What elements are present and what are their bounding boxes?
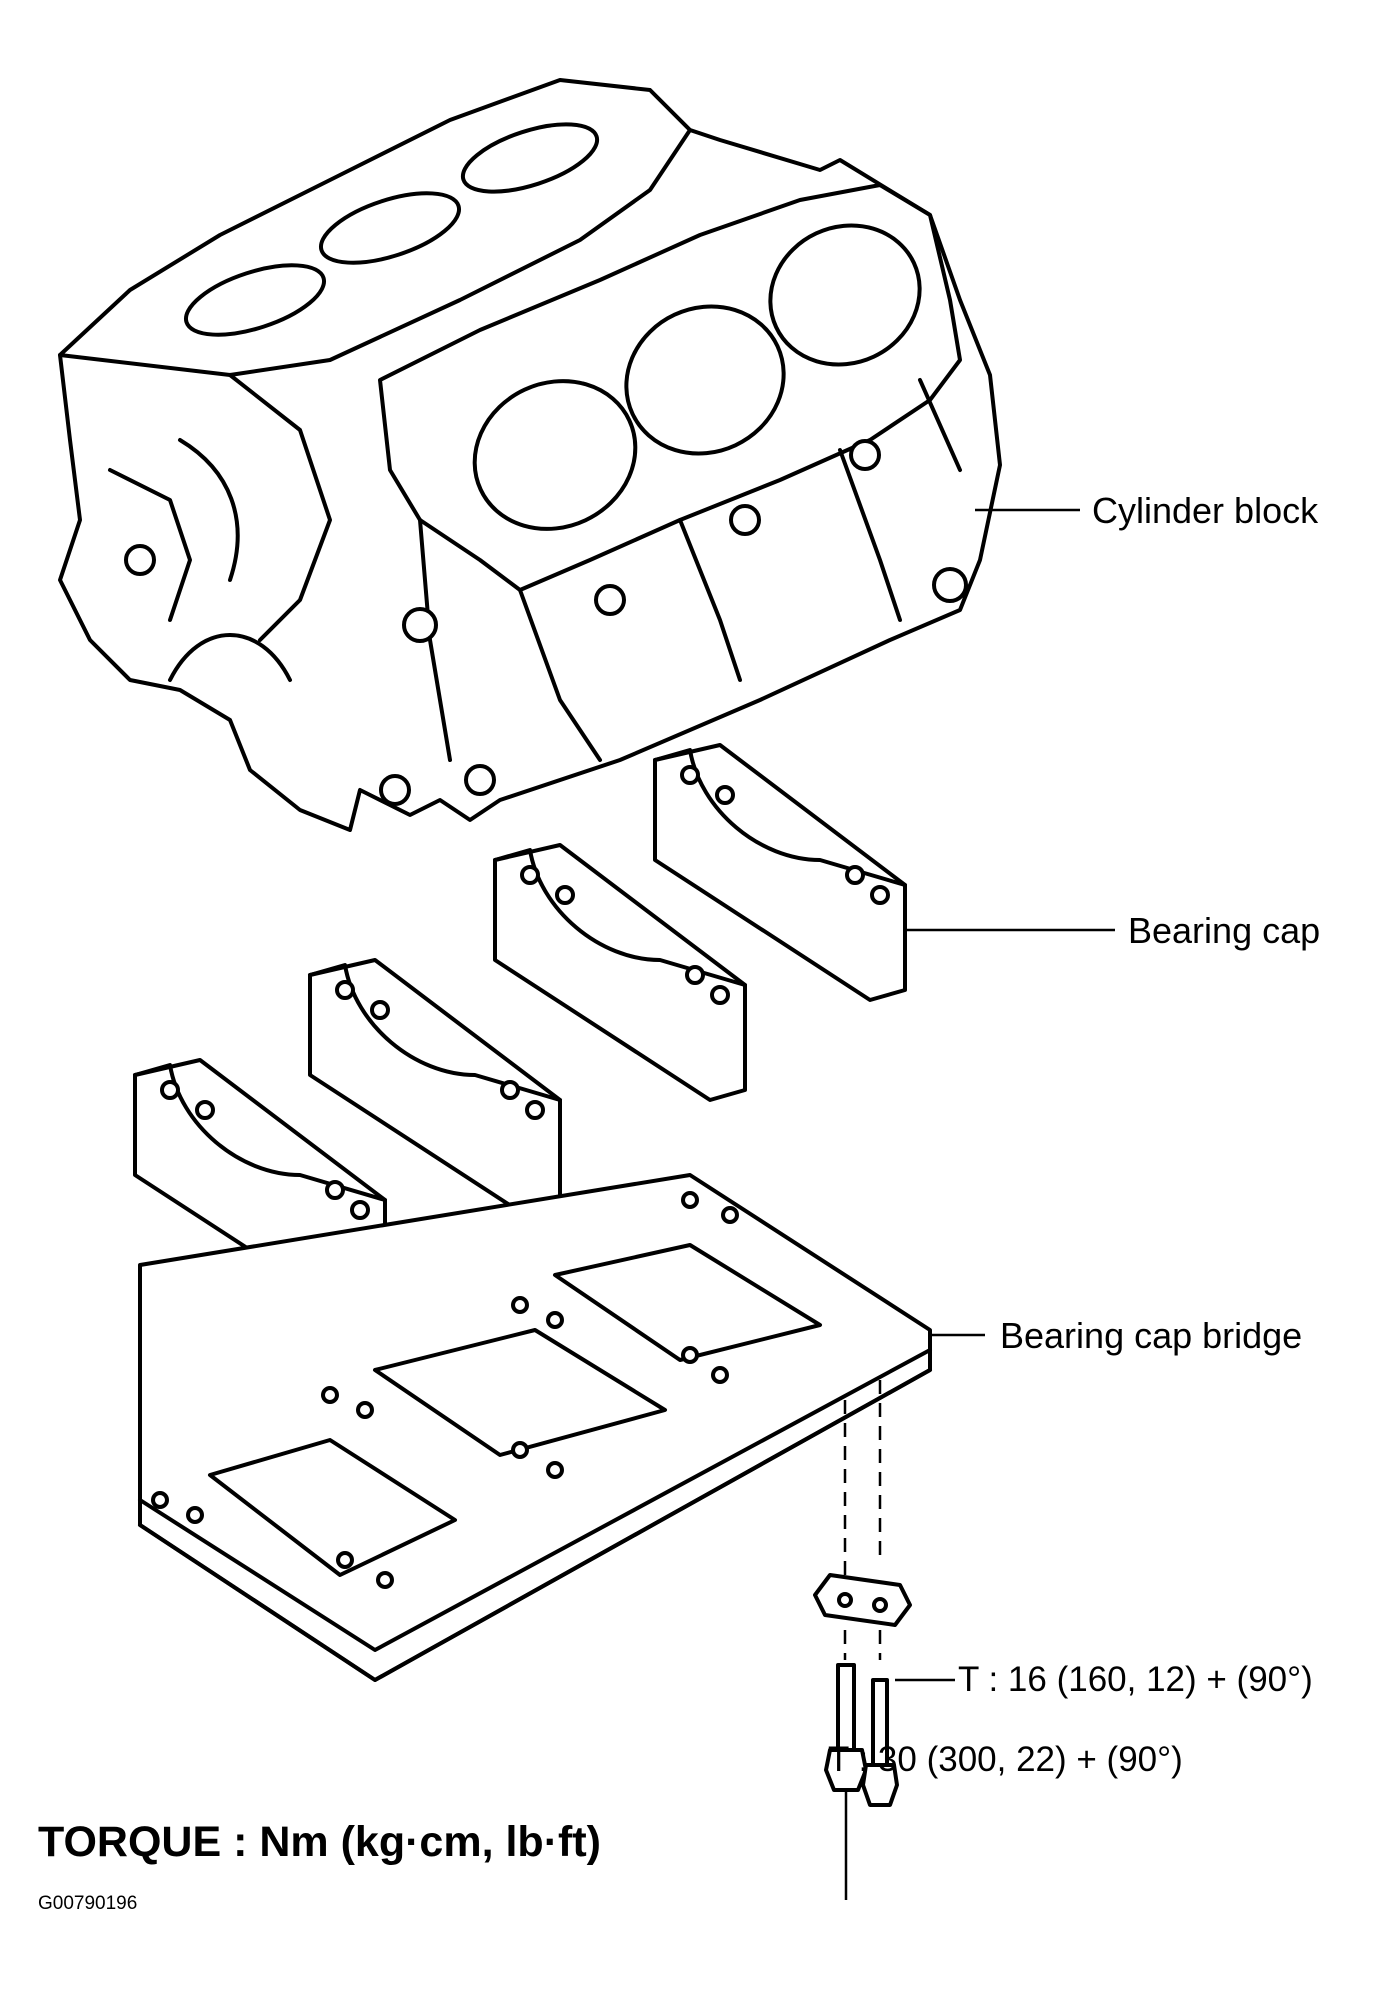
torque-units-heading: TORQUE : Nm (kg·cm, lb·ft) bbox=[38, 1818, 601, 1866]
cylinder-block-drawing bbox=[58, 78, 1002, 832]
small-bolt-torque-label: T : 16 (160, 12) + (90°) bbox=[958, 1660, 1313, 1699]
bearing-cap-bridge-label: Bearing cap bridge bbox=[1000, 1315, 1303, 1356]
bearing-cap-bridge-drawing bbox=[138, 1173, 932, 1682]
bearing-cap-label: Bearing cap bbox=[1128, 910, 1321, 951]
cylinder-block-label: Cylinder block bbox=[1092, 490, 1319, 531]
figure-id: G00790196 bbox=[38, 1893, 138, 1914]
leader-lines bbox=[895, 508, 1115, 1682]
bolts-drawing bbox=[813, 1380, 912, 1900]
large-bolt-torque-label: T : 30 (300, 22) + (90°) bbox=[828, 1740, 1183, 1779]
